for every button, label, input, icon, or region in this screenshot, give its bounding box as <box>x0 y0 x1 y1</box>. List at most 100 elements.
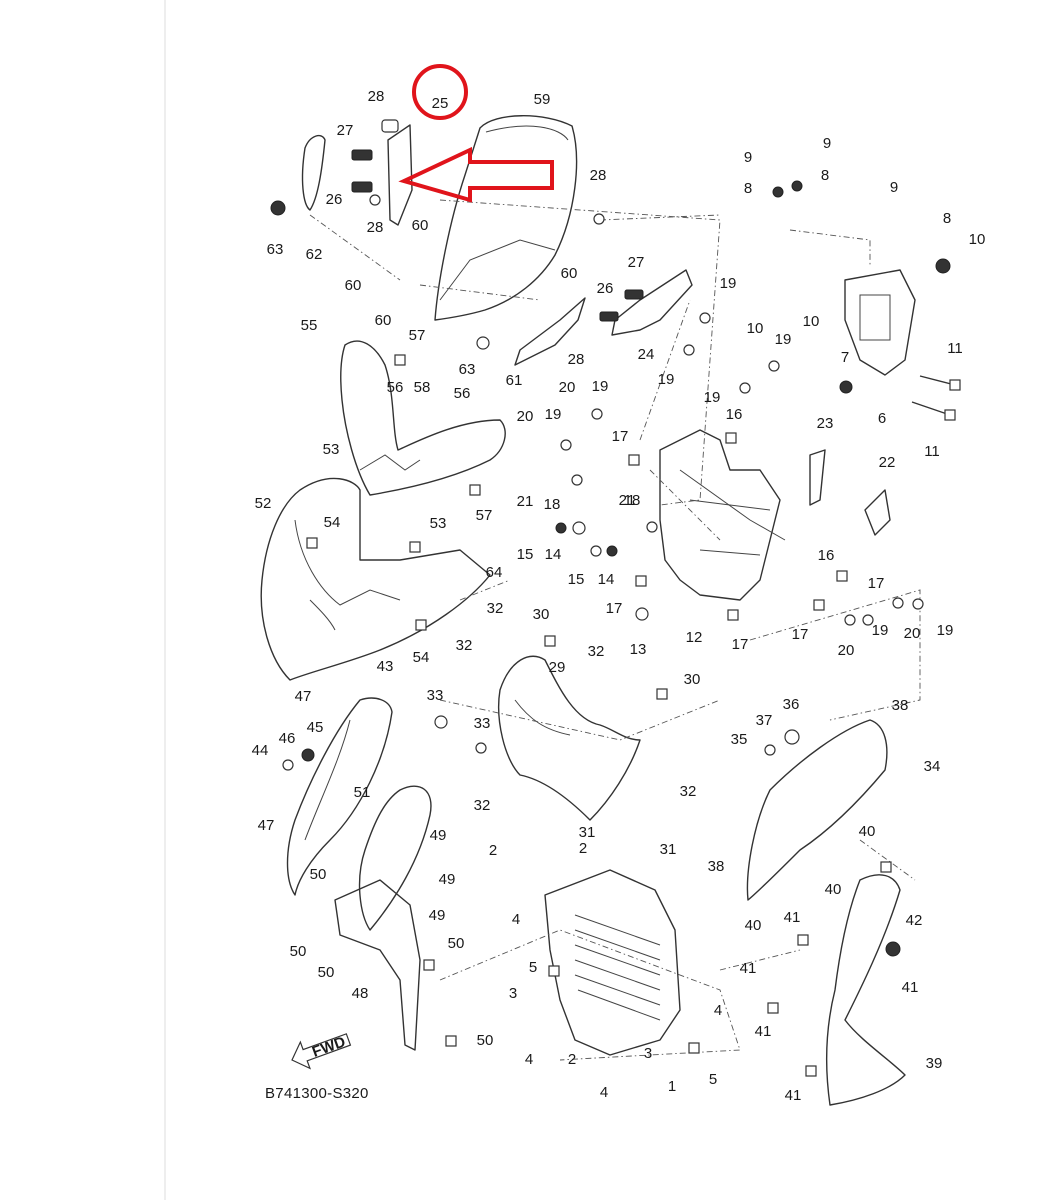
callout-60: 60 <box>412 217 429 234</box>
callout-61: 61 <box>506 372 523 389</box>
callout-17: 17 <box>732 636 749 653</box>
callout-27: 27 <box>337 122 354 139</box>
callout-2: 2 <box>568 1051 576 1068</box>
callout-21: 21 <box>619 492 636 509</box>
callout-26: 26 <box>326 191 343 208</box>
callout-53: 53 <box>323 441 340 458</box>
callout-59: 59 <box>534 91 551 108</box>
callout-11: 11 <box>947 340 963 357</box>
callout-5: 5 <box>709 1071 717 1088</box>
callout-52: 52 <box>255 495 272 512</box>
callout-2: 2 <box>489 842 497 859</box>
exploded-view-artwork: FWD <box>260 115 961 1106</box>
fwd-arrow-icon: FWD <box>291 1033 352 1070</box>
callout-41: 41 <box>784 909 801 926</box>
callout-33: 33 <box>427 687 444 704</box>
callout-14: 14 <box>598 571 615 588</box>
callout-15: 15 <box>568 571 585 588</box>
callout-41: 41 <box>902 979 919 996</box>
callout-8: 8 <box>943 210 951 227</box>
callout-9: 9 <box>890 179 898 196</box>
callout-63: 63 <box>459 361 476 378</box>
callout-43: 43 <box>377 658 394 675</box>
callout-50: 50 <box>310 866 327 883</box>
callout-17: 17 <box>868 575 885 592</box>
callout-32: 32 <box>680 783 697 800</box>
callout-56: 56 <box>387 379 404 396</box>
callout-5: 5 <box>529 959 537 976</box>
callout-30: 30 <box>533 606 550 623</box>
callout-17: 17 <box>612 428 629 445</box>
callout-12: 12 <box>686 629 703 646</box>
callout-31: 31 <box>579 824 596 841</box>
callout-41: 41 <box>740 960 757 977</box>
callout-57: 57 <box>476 507 493 524</box>
callout-27: 27 <box>628 254 645 271</box>
callout-10: 10 <box>803 313 820 330</box>
callout-21: 21 <box>517 493 534 510</box>
callout-49: 49 <box>439 871 456 888</box>
callout-50: 50 <box>318 964 335 981</box>
callout-50: 50 <box>290 943 307 960</box>
highlight-arrow-icon <box>398 146 554 203</box>
callout-30: 30 <box>684 671 701 688</box>
callout-47: 47 <box>258 817 275 834</box>
callout-29: 29 <box>549 659 566 676</box>
callout-49: 49 <box>429 907 446 924</box>
callout-1: 1 <box>668 1078 676 1095</box>
callout-26: 26 <box>597 280 614 297</box>
callout-32: 32 <box>588 643 605 660</box>
highlight-circle <box>412 64 468 120</box>
callout-49: 49 <box>430 827 447 844</box>
callout-44: 44 <box>252 742 269 759</box>
callout-50: 50 <box>477 1032 494 1049</box>
callout-54: 54 <box>413 649 430 666</box>
callout-19: 19 <box>545 406 562 423</box>
callout-20: 20 <box>904 625 921 642</box>
callout-4: 4 <box>600 1084 608 1101</box>
callout-17: 17 <box>792 626 809 643</box>
callout-3: 3 <box>644 1045 652 1062</box>
callout-22: 22 <box>879 454 896 471</box>
callout-9: 9 <box>823 135 831 152</box>
callout-63: 63 <box>267 241 284 258</box>
callout-23: 23 <box>817 415 834 432</box>
callout-14: 14 <box>545 546 562 563</box>
callout-19: 19 <box>872 622 889 639</box>
callout-19: 19 <box>592 378 609 395</box>
callout-6: 6 <box>878 410 886 427</box>
callout-55: 55 <box>301 317 318 334</box>
callout-8: 8 <box>744 180 752 197</box>
callout-41: 41 <box>755 1023 772 1040</box>
callout-16: 16 <box>818 547 835 564</box>
callout-3: 3 <box>509 985 517 1002</box>
callout-19: 19 <box>775 331 792 348</box>
callout-2: 2 <box>579 840 587 857</box>
callout-10: 10 <box>747 320 764 337</box>
callout-15: 15 <box>517 546 534 563</box>
callout-16: 16 <box>726 406 743 423</box>
callout-8: 8 <box>821 167 829 184</box>
callout-20: 20 <box>559 379 576 396</box>
callout-32: 32 <box>456 637 473 654</box>
callout-19: 19 <box>720 275 737 292</box>
callout-9: 9 <box>744 149 752 166</box>
callout-60: 60 <box>561 265 578 282</box>
callout-18: 18 <box>624 492 641 509</box>
callout-41: 41 <box>785 1087 802 1104</box>
diagram-code: B741300-S320 <box>265 1085 369 1102</box>
callout-28: 28 <box>568 351 585 368</box>
callout-62: 62 <box>306 246 323 263</box>
callout-64: 64 <box>486 564 503 581</box>
callout-60: 60 <box>345 277 362 294</box>
callout-20: 20 <box>517 408 534 425</box>
callout-56: 56 <box>454 385 471 402</box>
callout-40: 40 <box>825 881 842 898</box>
callout-47: 47 <box>295 688 312 705</box>
callout-50: 50 <box>448 935 465 952</box>
callout-48: 48 <box>352 985 369 1002</box>
callout-7: 7 <box>841 349 849 366</box>
callout-58: 58 <box>414 379 431 396</box>
callout-32: 32 <box>487 600 504 617</box>
